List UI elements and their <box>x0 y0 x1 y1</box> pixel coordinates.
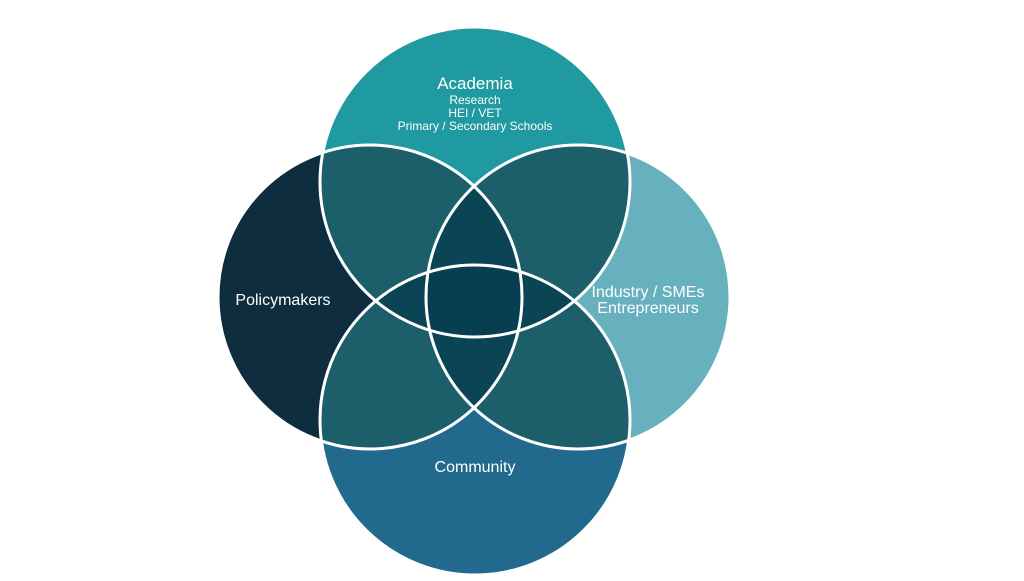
academia-title: Academia <box>437 74 513 93</box>
community-label: Community <box>435 459 516 476</box>
policymakers-outline <box>216 143 524 451</box>
industry-outline <box>424 143 732 451</box>
community-outline <box>318 263 632 577</box>
academia-line-research: Research <box>449 93 500 107</box>
academia-outline <box>318 25 632 339</box>
academia-line-hei-vet: HEI / VET <box>448 106 502 120</box>
academia-line-schools: Primary / Secondary Schools <box>398 119 553 133</box>
policymakers-label: Policymakers <box>235 292 330 309</box>
industry-line-entrepreneurs: Entrepreneurs <box>597 300 698 317</box>
industry-label: Industry / SMEs <box>592 284 705 301</box>
